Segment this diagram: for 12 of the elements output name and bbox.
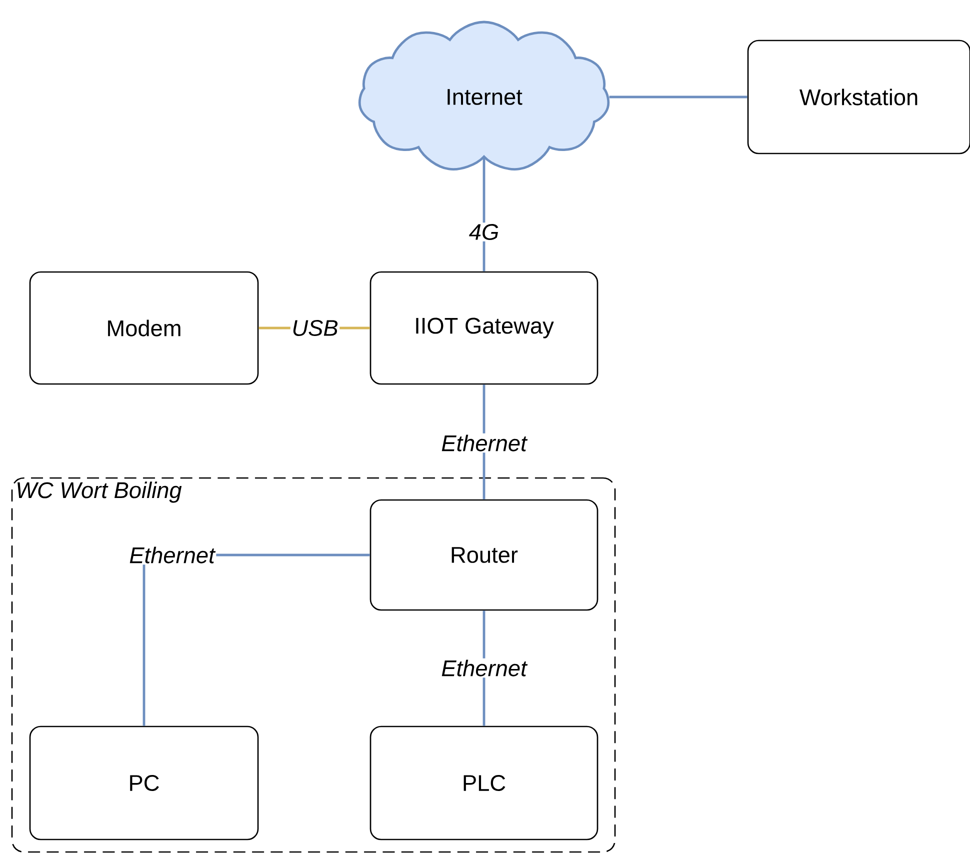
process-box: PC	[29, 726, 259, 840]
edge-label: USB	[290, 318, 340, 338]
process-box: PLC	[370, 726, 598, 840]
connector-line	[609, 96, 748, 98]
process-box: Workstation	[747, 40, 970, 154]
edge-label: Ethernet	[440, 433, 528, 453]
edge-label: 4G	[468, 222, 500, 242]
edge-label: Ethernet	[440, 658, 528, 678]
process-box: Modem	[29, 271, 259, 385]
process-box: Router	[370, 499, 598, 611]
edge-label: Ethernet	[128, 545, 216, 565]
process-box: IIOT Gateway	[370, 271, 598, 385]
